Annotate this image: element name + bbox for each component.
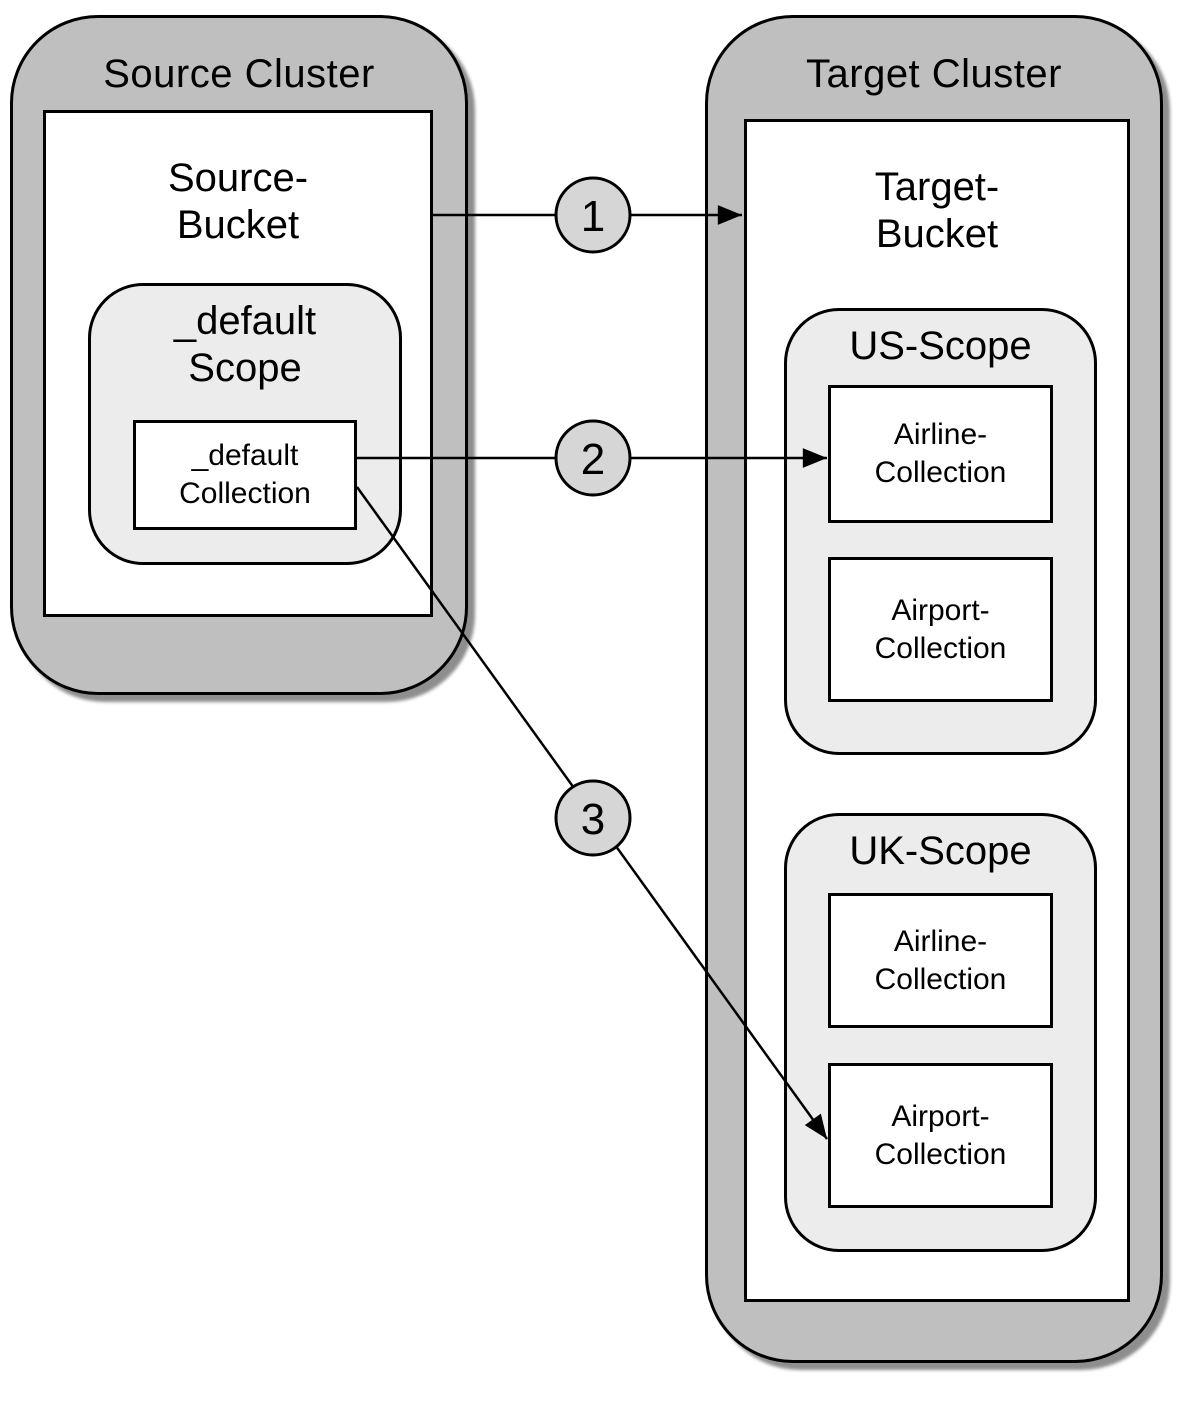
label-line: Source- <box>167 156 309 200</box>
label-line: Collection <box>874 962 1007 996</box>
us-airline-collection: Airline- Collection <box>828 385 1053 523</box>
connection-1-number: 1 <box>581 192 605 241</box>
us-airport-collection: Airport- Collection <box>828 557 1053 702</box>
label-line: Target- <box>874 165 1000 209</box>
uk-scope-title: UK-Scope <box>849 829 1032 873</box>
label-line: Airline- <box>893 418 988 451</box>
label-line: Airline- <box>893 924 988 958</box>
label-line: Scope <box>188 346 302 390</box>
label-line: Airport- <box>891 593 990 627</box>
uk-airport-collection: Airport- Collection <box>828 1063 1053 1208</box>
connection-2-number: 2 <box>581 435 605 484</box>
connection-2-badge <box>554 419 632 497</box>
target-cluster-title: Target Cluster <box>806 52 1062 96</box>
source-cluster-title: Source Cluster <box>103 52 375 96</box>
us-scope-title: US-Scope <box>849 324 1032 368</box>
label-line: _default <box>191 439 299 472</box>
connection-3-number: 3 <box>581 795 605 844</box>
label-line: Bucket <box>875 212 999 256</box>
label-line: _default <box>173 299 317 343</box>
default-scope-label: _default Scope <box>91 286 399 392</box>
label-line: Collection <box>179 477 311 510</box>
label-line: Collection <box>874 456 1007 489</box>
target-bucket-label: Target- Bucket <box>747 122 1127 258</box>
source-bucket-label: Source- Bucket <box>46 113 430 249</box>
uk-airline-collection: Airline- Collection <box>828 893 1053 1028</box>
connection-1-badge <box>554 176 632 254</box>
label-line: Collection <box>874 631 1007 665</box>
label-line: Airport- <box>891 1099 990 1133</box>
connection-3-badge <box>554 779 632 857</box>
label-line: Collection <box>874 1137 1007 1171</box>
default-collection: _default Collection <box>133 420 357 530</box>
label-line: Bucket <box>176 203 300 247</box>
